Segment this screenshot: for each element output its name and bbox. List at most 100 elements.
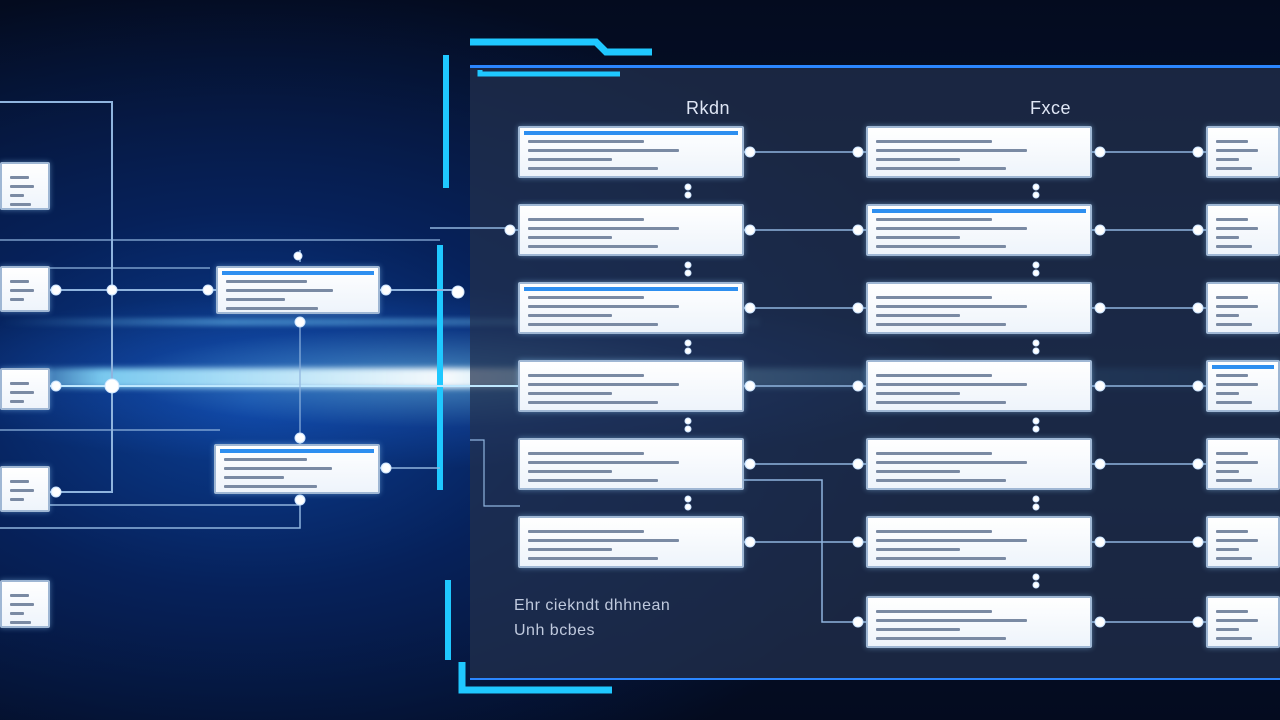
- ladder-dot: [1032, 347, 1040, 355]
- node-text-line: [528, 557, 658, 560]
- ladder-dot: [1032, 339, 1040, 347]
- connector-dot: [852, 302, 864, 314]
- node-text-line: [528, 218, 644, 221]
- connector-dot: [1192, 224, 1204, 236]
- node-text-line: [1216, 245, 1252, 248]
- node-text-line: [1216, 557, 1252, 560]
- node-text-line: [528, 323, 658, 326]
- node-text-line: [528, 149, 679, 152]
- connector-dot: [744, 224, 756, 236]
- node-text-line: [1216, 167, 1252, 170]
- connector-dot: [1192, 380, 1204, 392]
- node-text-line: [876, 401, 1006, 404]
- node-col2-row1: [866, 126, 1092, 178]
- connector-dot: [1094, 380, 1106, 392]
- node-text-line: [224, 485, 317, 488]
- node-text-line: [224, 476, 284, 479]
- node-text-line: [226, 280, 307, 283]
- connector-dot: [1192, 458, 1204, 470]
- node-text-line: [528, 167, 658, 170]
- connector-dot: [380, 462, 392, 474]
- node-text-line: [10, 280, 29, 283]
- node-text-line: [876, 548, 960, 551]
- connector-dot: [852, 224, 864, 236]
- connector-dot: [294, 432, 306, 444]
- node-col3-row6: [1206, 516, 1280, 568]
- bridge-link: [470, 439, 520, 507]
- node-col1-row4: [518, 360, 744, 412]
- node-left-1: [0, 162, 50, 210]
- node-text-line: [876, 479, 1006, 482]
- ladder-dot: [684, 347, 692, 355]
- node-text-line: [528, 305, 679, 308]
- node-text-line: [528, 158, 612, 161]
- connector-dot: [1192, 302, 1204, 314]
- node-col1-row6: [518, 516, 744, 568]
- node-text-line: [10, 621, 31, 624]
- node-text-line: [876, 470, 960, 473]
- node-header-bar: [524, 287, 738, 291]
- ladder-dot: [684, 269, 692, 277]
- node-text-line: [1216, 619, 1258, 622]
- node-col1-row1: [518, 126, 744, 178]
- column-header-left: Rkdn: [686, 98, 731, 118]
- ladder-dot: [1032, 183, 1040, 191]
- node-text-line: [10, 382, 29, 385]
- node-header-bar: [872, 209, 1086, 213]
- node-text-line: [1216, 374, 1248, 377]
- caption-line-1: Ehr ciekndt dhhnean: [514, 597, 671, 614]
- node-text-line: [10, 603, 34, 606]
- node-text-line: [1216, 383, 1258, 386]
- node-col3-row5: [1206, 438, 1280, 490]
- node-text-line: [876, 452, 992, 455]
- node-col2-row7: [866, 596, 1092, 648]
- connector-dot: [1192, 536, 1204, 548]
- node-text-line: [1216, 236, 1239, 239]
- node-text-line: [1216, 314, 1239, 317]
- ladder-dot: [684, 183, 692, 191]
- ladder-dot: [684, 191, 692, 199]
- node-text-line: [528, 383, 679, 386]
- node-text-line: [1216, 296, 1248, 299]
- node-text-line: [1216, 323, 1252, 326]
- ladder-dot: [684, 503, 692, 511]
- node-text-line: [876, 610, 992, 613]
- left-tree-trunk: [0, 101, 113, 493]
- node-text-line: [10, 391, 34, 394]
- connector-dot: [50, 486, 62, 498]
- node-text-line: [1216, 227, 1258, 230]
- node-col3-row7: [1206, 596, 1280, 648]
- connector-dot: [852, 536, 864, 548]
- node-text-line: [1216, 530, 1248, 533]
- ladder-dot: [1032, 269, 1040, 277]
- node-text-line: [876, 628, 960, 631]
- node-text-line: [876, 167, 1006, 170]
- connector-dot: [294, 316, 306, 328]
- ladder-dot: [684, 425, 692, 433]
- node-text-line: [226, 289, 333, 292]
- node-text-line: [1216, 149, 1258, 152]
- node-text-line: [528, 461, 679, 464]
- node-text-line: [224, 458, 307, 461]
- node-text-line: [528, 530, 644, 533]
- connector-dot: [50, 284, 62, 296]
- node-col1-row3: [518, 282, 744, 334]
- node-text-line: [528, 374, 644, 377]
- ladder-dot: [684, 417, 692, 425]
- node-col2-row5: [866, 438, 1092, 490]
- ladder-dot: [1032, 191, 1040, 199]
- node-text-line: [528, 236, 612, 239]
- node-text-line: [528, 452, 644, 455]
- connector-dot: [1192, 616, 1204, 628]
- ladder-dot: [1032, 417, 1040, 425]
- ladder-dot: [1032, 425, 1040, 433]
- node-text-line: [528, 227, 679, 230]
- node-text-line: [10, 612, 24, 615]
- node-text-line: [226, 298, 285, 301]
- node-text-line: [876, 539, 1027, 542]
- node-text-line: [876, 530, 992, 533]
- node-text-line: [876, 149, 1027, 152]
- panel-loop-link: [744, 479, 866, 623]
- node-text-line: [876, 637, 1006, 640]
